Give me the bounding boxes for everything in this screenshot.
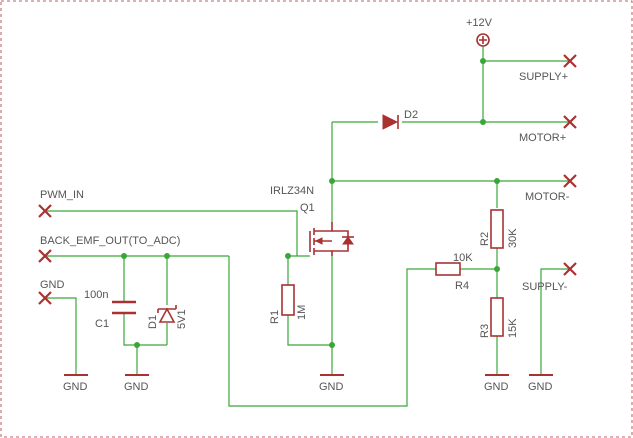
r3-value-label: 15K xyxy=(507,318,519,338)
junction-dot xyxy=(285,253,291,259)
junction-dot xyxy=(134,342,140,348)
r1-value-label: 1M xyxy=(296,305,308,320)
r2-value-label: 30K xyxy=(507,228,519,248)
supply-plus-pin xyxy=(563,54,577,68)
motor-minus-pin xyxy=(563,174,577,188)
gnd-input-label: GND xyxy=(40,279,65,291)
wires xyxy=(45,46,570,407)
c1-value-label: 100n xyxy=(84,289,108,301)
q1-part-label: IRLZ34N xyxy=(270,185,314,197)
junction-dot xyxy=(164,253,170,259)
back-emf-pin xyxy=(38,249,52,263)
vcc-label: +12V xyxy=(466,17,493,29)
pwm-in-pin xyxy=(38,204,52,218)
zener-d1 xyxy=(157,305,177,323)
mosfet-q1 xyxy=(309,222,354,256)
junction-dot xyxy=(329,178,335,184)
wire-c1-bottom xyxy=(123,313,167,346)
diode-d2 xyxy=(382,114,399,130)
gnd-text-2: GND xyxy=(124,381,149,393)
r4-label: R4 xyxy=(455,280,469,292)
r1-label: R1 xyxy=(269,310,281,324)
resistor-r3 xyxy=(490,297,504,337)
resistor-r2 xyxy=(490,209,504,249)
r4-value-label: 10K xyxy=(453,252,473,264)
r2-label: R2 xyxy=(479,232,491,246)
junction-dot xyxy=(494,178,500,184)
c1-label: C1 xyxy=(95,318,109,330)
supply-plus-label: SUPPLY+ xyxy=(519,71,568,83)
pwm-in-label: PWM_IN xyxy=(40,189,84,201)
wire-r4-left xyxy=(228,256,436,407)
r3-label: R3 xyxy=(479,324,491,338)
d2-label: D2 xyxy=(404,109,418,121)
gnd-text-1: GND xyxy=(63,381,88,393)
junction-dot xyxy=(329,342,335,348)
source-lead xyxy=(314,250,333,256)
resistor-r4 xyxy=(435,262,461,276)
supply-minus-pin xyxy=(563,262,577,276)
gnd-input-pin xyxy=(38,291,52,305)
capacitor-c1 xyxy=(112,300,136,315)
drain-lead xyxy=(314,222,333,232)
vcc-symbol xyxy=(476,33,490,47)
wire-r1-bottom xyxy=(287,315,332,346)
d1-label: D1 xyxy=(147,315,159,329)
resistor-r1 xyxy=(281,284,295,316)
connector-pins xyxy=(38,54,577,305)
junction-dot xyxy=(121,253,127,259)
back-emf-label: BACK_EMF_OUT(TO_ADC) xyxy=(40,235,180,247)
junction-dot xyxy=(494,266,500,272)
junction-dot xyxy=(480,119,486,125)
wire-supply-minus xyxy=(540,268,570,375)
body-arrow xyxy=(314,237,323,245)
gnd-text-4: GND xyxy=(484,381,509,393)
motor-minus-label: MOTOR- xyxy=(525,191,570,203)
body-diode xyxy=(342,236,354,245)
supply-minus-label: SUPPLY- xyxy=(522,281,568,293)
motor-plus-label: MOTOR+ xyxy=(519,132,566,144)
gnd-text-3: GND xyxy=(319,381,344,393)
gnd-text-5: GND xyxy=(528,381,553,393)
wire-pwm-gate xyxy=(45,210,298,256)
d1-value-label: 5V1 xyxy=(176,309,188,329)
q1-label: Q1 xyxy=(300,202,315,214)
wire-gnd-pin xyxy=(45,297,77,375)
junctions xyxy=(121,58,500,348)
motor-plus-pin xyxy=(563,115,577,129)
junction-dot xyxy=(480,58,486,64)
